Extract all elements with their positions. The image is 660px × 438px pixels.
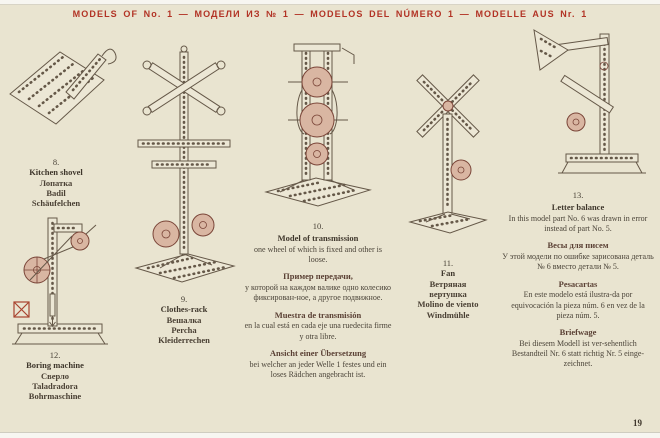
- model-name-ru: Сверло: [40, 370, 70, 381]
- model-name-de: Bohrmaschine: [28, 391, 82, 402]
- model-name-es: Percha: [171, 325, 197, 336]
- letter-balance-illustration: [506, 24, 650, 182]
- model-note-es: En este modelo está ilustra-da por equiv…: [511, 290, 645, 320]
- model-note-de: bei welcher an jeder Welle 1 festes und …: [249, 359, 387, 380]
- model-title: Clothes-rack: [160, 304, 208, 315]
- model-name-es: Badil: [46, 188, 66, 199]
- model-number: 11.: [442, 258, 454, 268]
- model-note-en: one wheel of which is fixed and other is…: [254, 244, 382, 264]
- model-name-ru: Лопатка: [39, 177, 73, 188]
- model-title-es: Muestra de transmisión: [274, 309, 362, 320]
- model-title-ru: Весы для писем: [547, 240, 609, 251]
- model-note-ru: У этой модели по ошибке зарисована детал…: [502, 252, 654, 272]
- model-title-es: Pesacartas: [558, 278, 598, 289]
- model-title-ru: Пример передачи,: [283, 271, 353, 282]
- model-note-es: en la cual está en cada eje una ruedecit…: [244, 321, 392, 341]
- page-header: MODELS OF No. 1 — МОДЕЛИ ИЗ № 1 — MODELO…: [72, 9, 588, 19]
- model-name-ru: Вешалка: [166, 314, 202, 325]
- model-name-es: Taladradora: [32, 381, 78, 392]
- scan-edge-bottom: [0, 432, 660, 438]
- fan-illustration: [398, 52, 498, 248]
- model-title: Model of transmission: [277, 232, 359, 243]
- boring-machine-illustration: [10, 210, 110, 348]
- model-number: 13.: [572, 190, 584, 200]
- model-number: 8.: [52, 157, 60, 167]
- letter-balance-caption: 13. Letter balance In this model part No…: [502, 190, 654, 370]
- model-title: Kitchen shovel: [29, 167, 83, 178]
- model-number: 10.: [312, 221, 324, 231]
- model-note-de: Bei diesem Modell ist ver-sehentlich Bes…: [511, 339, 645, 369]
- model-name-es: Molino de viento: [417, 299, 479, 310]
- kitchen-shovel-caption: 8. Kitchen shovel Лопатка Badil Schäufel…: [0, 157, 112, 209]
- page-number: 19: [633, 418, 642, 428]
- model-note-en: In this model part No. 6 was drawn in er…: [508, 213, 648, 233]
- boring-machine-caption: 12. Boring machine Сверло Taladradora Bo…: [0, 350, 110, 402]
- model-name-de: Schäufelchen: [31, 198, 81, 209]
- clothes-rack-caption: 9. Clothes-rack Вешалка Percha Kleiderre…: [128, 294, 240, 346]
- transmission-illustration: [250, 34, 385, 216]
- model-name-de: Windmühle: [426, 309, 470, 320]
- model-name-de: Kleiderrechen: [158, 335, 210, 346]
- scan-edge-top: [0, 0, 660, 5]
- model-name-ru: Ветряная вертушка: [429, 278, 467, 300]
- model-title: Letter balance: [551, 201, 605, 212]
- model-number: 9.: [180, 294, 188, 304]
- kitchen-shovel-illustration: [6, 30, 118, 156]
- model-title-de: Ansicht einer Übersetzung: [269, 347, 367, 358]
- model-title: Fan: [440, 268, 456, 279]
- model-title-de: Briefwage: [559, 327, 597, 338]
- model-number: 12.: [49, 350, 61, 360]
- fan-caption: 11. Fan Ветряная вертушка Molino de vien…: [392, 258, 504, 320]
- model-note-ru: у которой на каждом валике одно колесико…: [244, 283, 392, 303]
- transmission-caption: 10. Model of transmission one wheel of w…: [244, 221, 392, 380]
- clothes-rack-illustration: [128, 40, 240, 290]
- model-title: Boring machine: [26, 360, 84, 371]
